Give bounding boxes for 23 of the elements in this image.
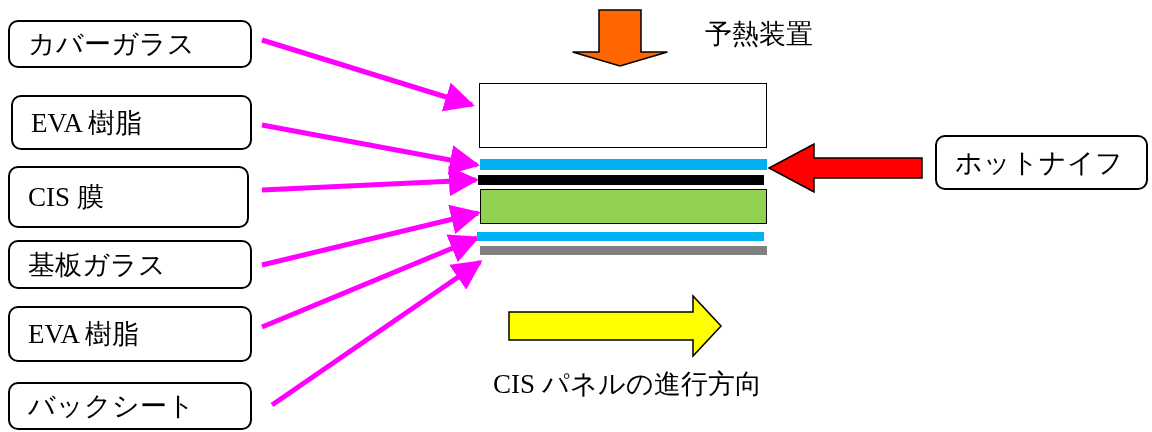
backsheet-layer bbox=[480, 246, 767, 255]
label-box: バックシート bbox=[8, 382, 252, 430]
label-box: ホットナイフ bbox=[935, 135, 1148, 190]
block-arrow bbox=[571, 9, 669, 67]
label-box: EVA 樹脂 bbox=[8, 306, 252, 362]
resin-layer bbox=[480, 159, 767, 170]
label-box: CIS 膜 bbox=[8, 166, 249, 228]
label-box: カバーガラス bbox=[8, 20, 252, 68]
resin-layer bbox=[477, 232, 764, 241]
leader-arrow bbox=[261, 234, 480, 330]
direction-caption: CIS パネルの進行方向 bbox=[493, 368, 762, 401]
leader-arrow bbox=[261, 204, 481, 268]
label-box: 基板ガラス bbox=[8, 240, 252, 289]
leader-arrow bbox=[261, 122, 480, 175]
heater-label: 予熱装置 bbox=[705, 18, 813, 51]
leader-arrow bbox=[270, 259, 483, 408]
leader-arrow bbox=[261, 37, 475, 112]
leader-arrow bbox=[261, 166, 479, 197]
label-box: EVA 樹脂 bbox=[11, 95, 252, 150]
block-arrow bbox=[767, 142, 923, 194]
film-layer bbox=[478, 175, 764, 185]
substrate-glass-layer bbox=[480, 189, 767, 224]
cover-glass-layer bbox=[479, 83, 767, 148]
